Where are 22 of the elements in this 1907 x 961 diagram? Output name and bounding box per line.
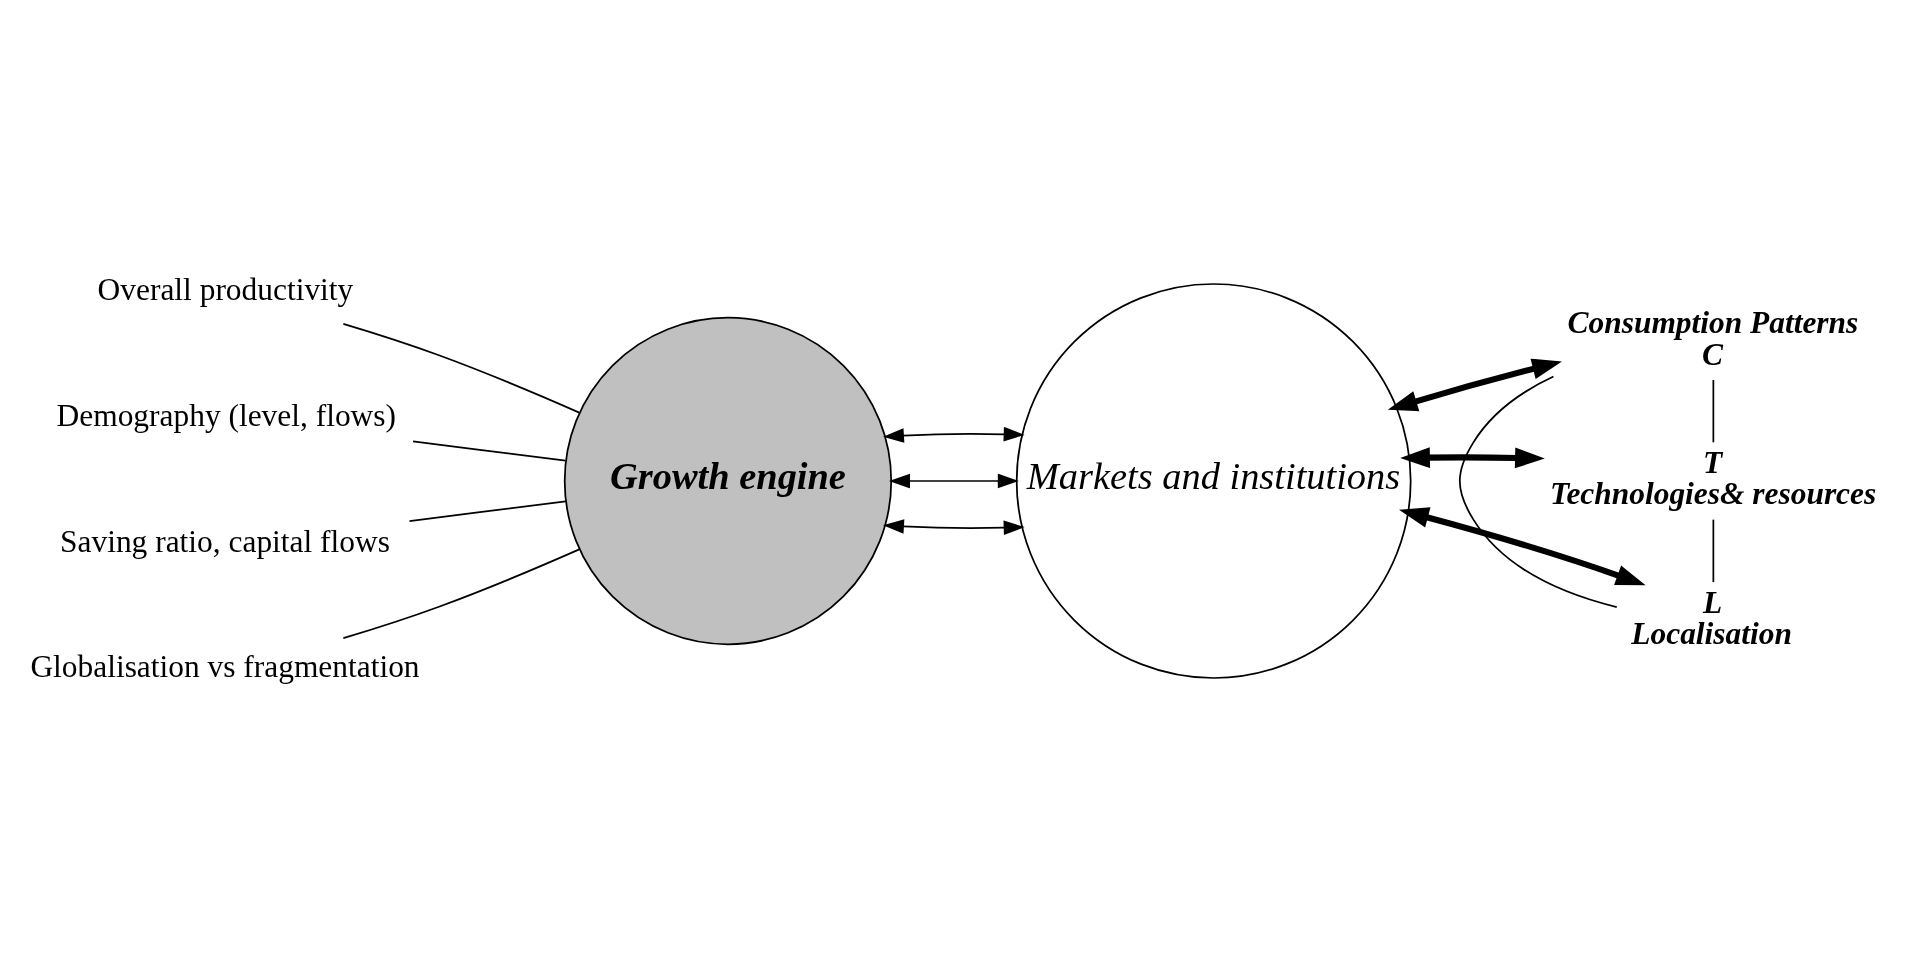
arrow [1399, 506, 1646, 585]
arrow [1387, 358, 1562, 411]
connector [342, 322, 581, 413]
arrow [1400, 446, 1545, 468]
node-text: Demography (level, flows) [56, 397, 397, 433]
node-text: T Technologies& resources [1550, 444, 1877, 511]
node-text: Saving ratio, capital flows [60, 523, 390, 559]
connector [412, 440, 567, 462]
connector [1712, 378, 1715, 443]
node-text: Globalisation vs fragmentation [30, 648, 420, 684]
connector [1458, 375, 1618, 608]
node-text: L Localisation [1631, 584, 1792, 651]
node-text: Consumption Patterns C [1567, 304, 1859, 372]
node-circle: Markets and institutions [1015, 282, 1412, 679]
connector [1712, 518, 1715, 583]
node-text: Overall productivity [97, 271, 354, 307]
connector [408, 499, 567, 522]
arrow [882, 518, 1025, 535]
node-circle: Growth engine [563, 316, 893, 645]
arrow [888, 473, 1019, 488]
arrow [882, 426, 1025, 443]
connector [342, 548, 581, 639]
